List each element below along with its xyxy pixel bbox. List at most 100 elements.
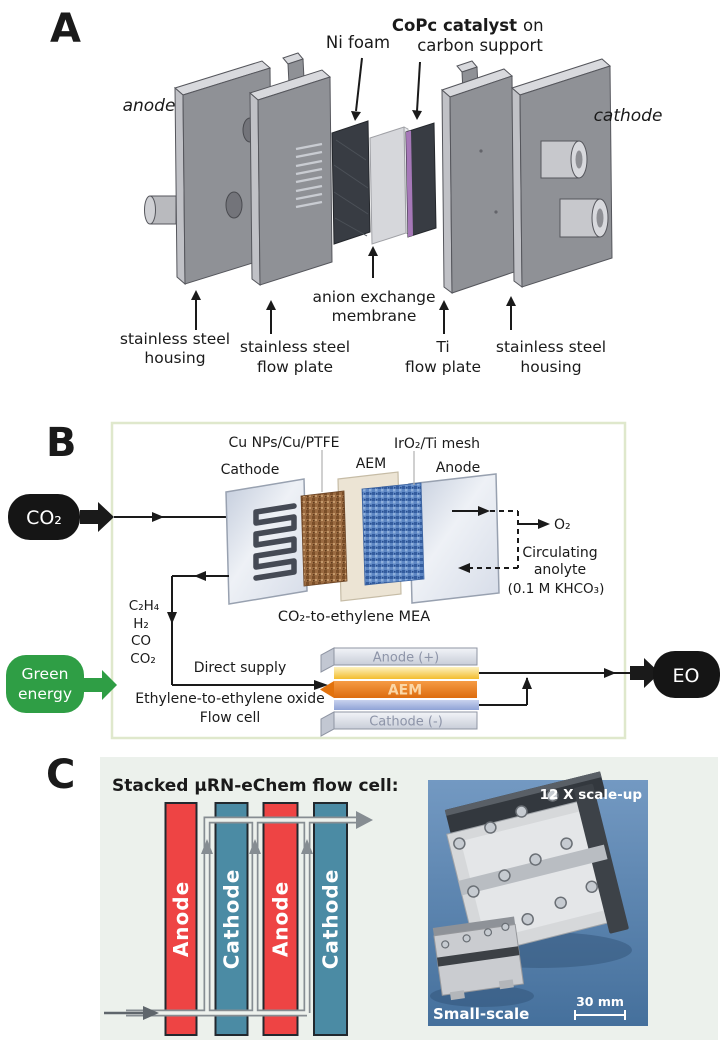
mea-stack (225, 471, 500, 605)
ti-label-line2: flow plate (405, 358, 481, 376)
scale-bar-label: 30 mm (576, 994, 624, 1009)
flowcell-cathode-bar: Cathode (-) (320, 711, 478, 737)
cathode-serpentine (253, 503, 297, 581)
anode-plate-label: Anode (436, 460, 481, 476)
stainless-housing-right (511, 58, 613, 289)
housing-left-label-line1: stainless steel (120, 330, 230, 348)
bar3-text: Anode (269, 881, 293, 957)
port-cylinder-right-lower (559, 198, 609, 238)
flowcell-yellow-layer (334, 667, 479, 679)
flowcell-label-line1: Ethylene-to-ethylene oxide (135, 691, 324, 707)
housing-hole (225, 191, 243, 219)
flowcell-cathode-text: Cathode (-) (369, 715, 443, 730)
stainless-housing-left (144, 60, 273, 286)
inlet-arrowhead (143, 1006, 159, 1020)
iro2-mesh-label: IrO₂/Ti mesh (394, 436, 480, 452)
serpentine-channels (295, 142, 323, 209)
panel-c: C Stacked μRN-eChem flow cell: Anode Cat… (46, 752, 718, 1040)
housing-right-label-line2: housing (520, 358, 581, 376)
aem-label-line1: anion exchange (312, 288, 435, 306)
product-h2: H₂ (133, 616, 149, 632)
panel-b: B CO₂ Cathode Cu NPs/Cu/PTF (6, 420, 720, 740)
product-co: CO (131, 633, 151, 649)
cathode-bar-2 (313, 802, 348, 1036)
aem-label-line2: membrane (332, 307, 417, 325)
cu-nps-layer (300, 490, 348, 587)
up-arrowhead-2 (249, 839, 261, 854)
small-flow-cell (432, 916, 525, 1001)
panel-a-arrows (191, 57, 516, 334)
flowcell-aem-layer: AEM (320, 681, 477, 699)
panel-a-letter: A (50, 6, 81, 52)
mea-cathode-plate (225, 478, 308, 605)
cu-nps-label: Cu NPs/Cu/PTFE (228, 435, 339, 451)
green-energy-line1: Green (22, 665, 69, 683)
iro2-ti-mesh-layer (361, 482, 425, 586)
copc-purple-edge (406, 130, 413, 237)
panel-c-letter: C (46, 752, 75, 798)
bar1-text: Anode (169, 881, 193, 957)
up-arrowhead-3 (301, 839, 313, 854)
port-cylinder-right-upper (540, 140, 588, 179)
co2-block-arrow (80, 502, 114, 532)
product-recycle-path (167, 571, 328, 690)
bar2-text: Cathode (220, 869, 244, 970)
product-c2h4: C₂H₄ (129, 598, 159, 614)
scaleup-photo: 12 X scale-up Small-scale 30 mm (428, 771, 648, 1026)
flowcell-blue-layer (334, 700, 479, 710)
circulating-line2: anolyte (534, 562, 586, 578)
copc-catalyst-label: CoPc catalyst (392, 16, 517, 35)
product-co2: CO₂ (130, 651, 155, 667)
housing-right-label-line1: stainless steel (496, 338, 606, 356)
anode-label: anode (123, 96, 176, 116)
copc-catalyst-layer (405, 122, 437, 238)
bar4-text: Cathode (319, 869, 343, 970)
housing-left-label-line2: housing (144, 349, 205, 367)
mea-caption: CO₂-to-ethylene MEA (278, 609, 430, 625)
circulating-line1: Circulating (522, 545, 597, 561)
flowcell-anode-bar: Anode (+) (320, 647, 478, 673)
carbon-support-label: carbon support (417, 36, 543, 55)
ni-foam-layer (331, 120, 371, 245)
ti-flow-plate (441, 60, 515, 295)
panel-a: A (50, 6, 662, 376)
anolyte-circulation (452, 506, 550, 573)
cathode-label: cathode (594, 106, 663, 126)
anode-bar-2 (262, 802, 299, 1036)
co2-input-text: CO₂ (26, 507, 62, 529)
green-block-arrow (84, 670, 117, 700)
cathode-plate-label: Cathode (221, 462, 280, 478)
o2-label: O₂ (554, 517, 571, 533)
flowcell-label-line2: Flow cell (200, 710, 261, 726)
flow-plate-label-line1: stainless steel (240, 338, 350, 356)
ti-label-line1: Ti (435, 338, 449, 356)
copc-on-label: on (523, 16, 544, 35)
flowcell-aem-text: AEM (388, 683, 422, 699)
eo-output-node: EO (653, 651, 720, 698)
outlet-arrowhead (356, 811, 373, 829)
panel-c-title: Stacked μRN-eChem flow cell: (112, 776, 399, 796)
up-arrowhead-1 (201, 839, 213, 854)
eo-block-arrow (630, 658, 660, 688)
eo-output-text: EO (673, 665, 700, 687)
circulating-line3: (0.1 M KHCO₃) (508, 581, 605, 597)
direct-supply-label: Direct supply (194, 660, 286, 676)
large-flow-cell (444, 771, 629, 957)
co2-input-node: CO₂ (8, 494, 114, 540)
photo-label-large: 12 X scale-up (540, 787, 643, 803)
flow-plate-label-line2: flow plate (257, 358, 333, 376)
bolts (441, 922, 510, 949)
scale-bar (574, 1010, 626, 1020)
anode-bar-1 (164, 802, 198, 1036)
green-energy-line2: energy (18, 685, 72, 703)
green-energy-node: Green energy (6, 655, 117, 713)
photo-label-small: Small-scale (433, 1005, 529, 1023)
stacked-electrode-bars: Anode Cathode Anode Cathode (164, 802, 348, 1036)
aem-sheet-label: AEM (356, 456, 387, 472)
flow-tube (104, 811, 373, 1020)
stainless-flow-plate (249, 52, 333, 287)
panel-b-letter: B (46, 420, 77, 466)
eo-output-path (479, 658, 660, 706)
